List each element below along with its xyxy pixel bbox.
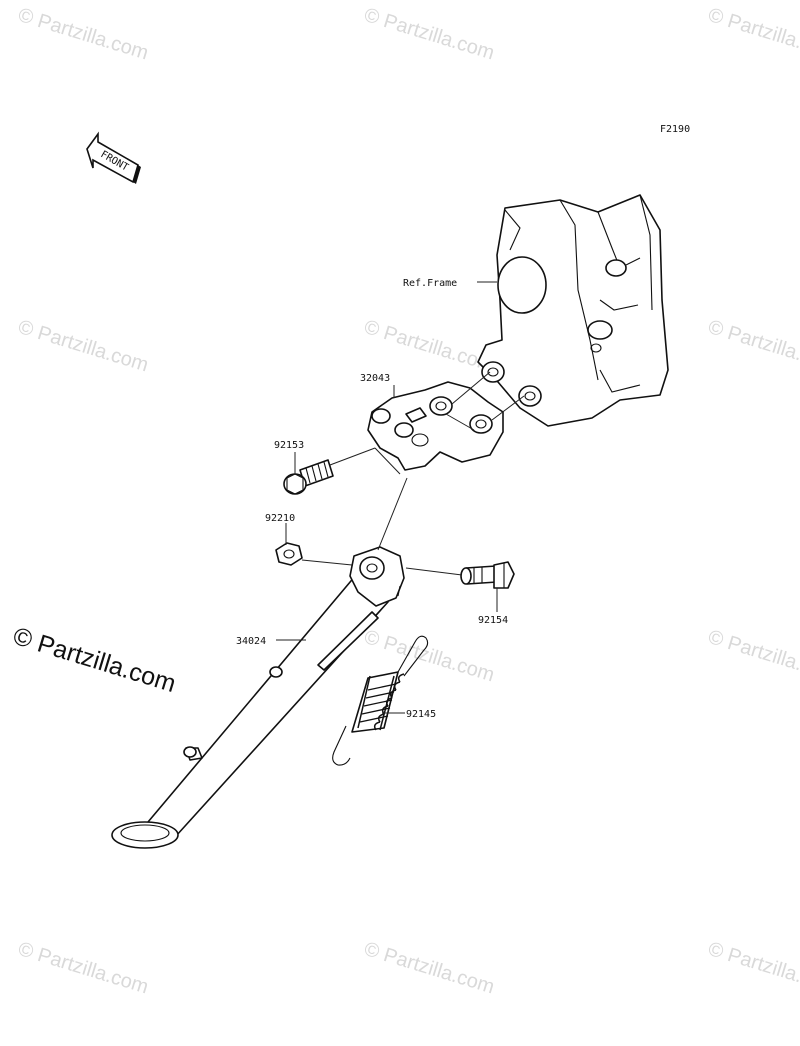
bolt-92154-drawing — [460, 561, 515, 589]
spring-drawing — [332, 635, 429, 766]
side-stand-drawing — [111, 546, 405, 849]
bolt-92153-label: 92153 — [274, 440, 304, 451]
front-arrow-icon: FRONT — [86, 131, 141, 184]
nut-92210-drawing — [275, 542, 303, 566]
bolt-92153-drawing — [283, 459, 334, 495]
frame-drawing — [477, 194, 669, 427]
diagram-code: F2190 — [660, 124, 690, 135]
bracket-drawing — [367, 381, 504, 471]
bracket-label: 32043 — [360, 373, 390, 384]
spring-label: 92145 — [406, 709, 436, 720]
nut-92210-label: 92210 — [265, 513, 295, 524]
ref-frame-label: Ref.Frame — [403, 278, 457, 289]
side-stand-label: 34024 — [236, 636, 266, 647]
bolt-92154-label: 92154 — [478, 615, 508, 626]
